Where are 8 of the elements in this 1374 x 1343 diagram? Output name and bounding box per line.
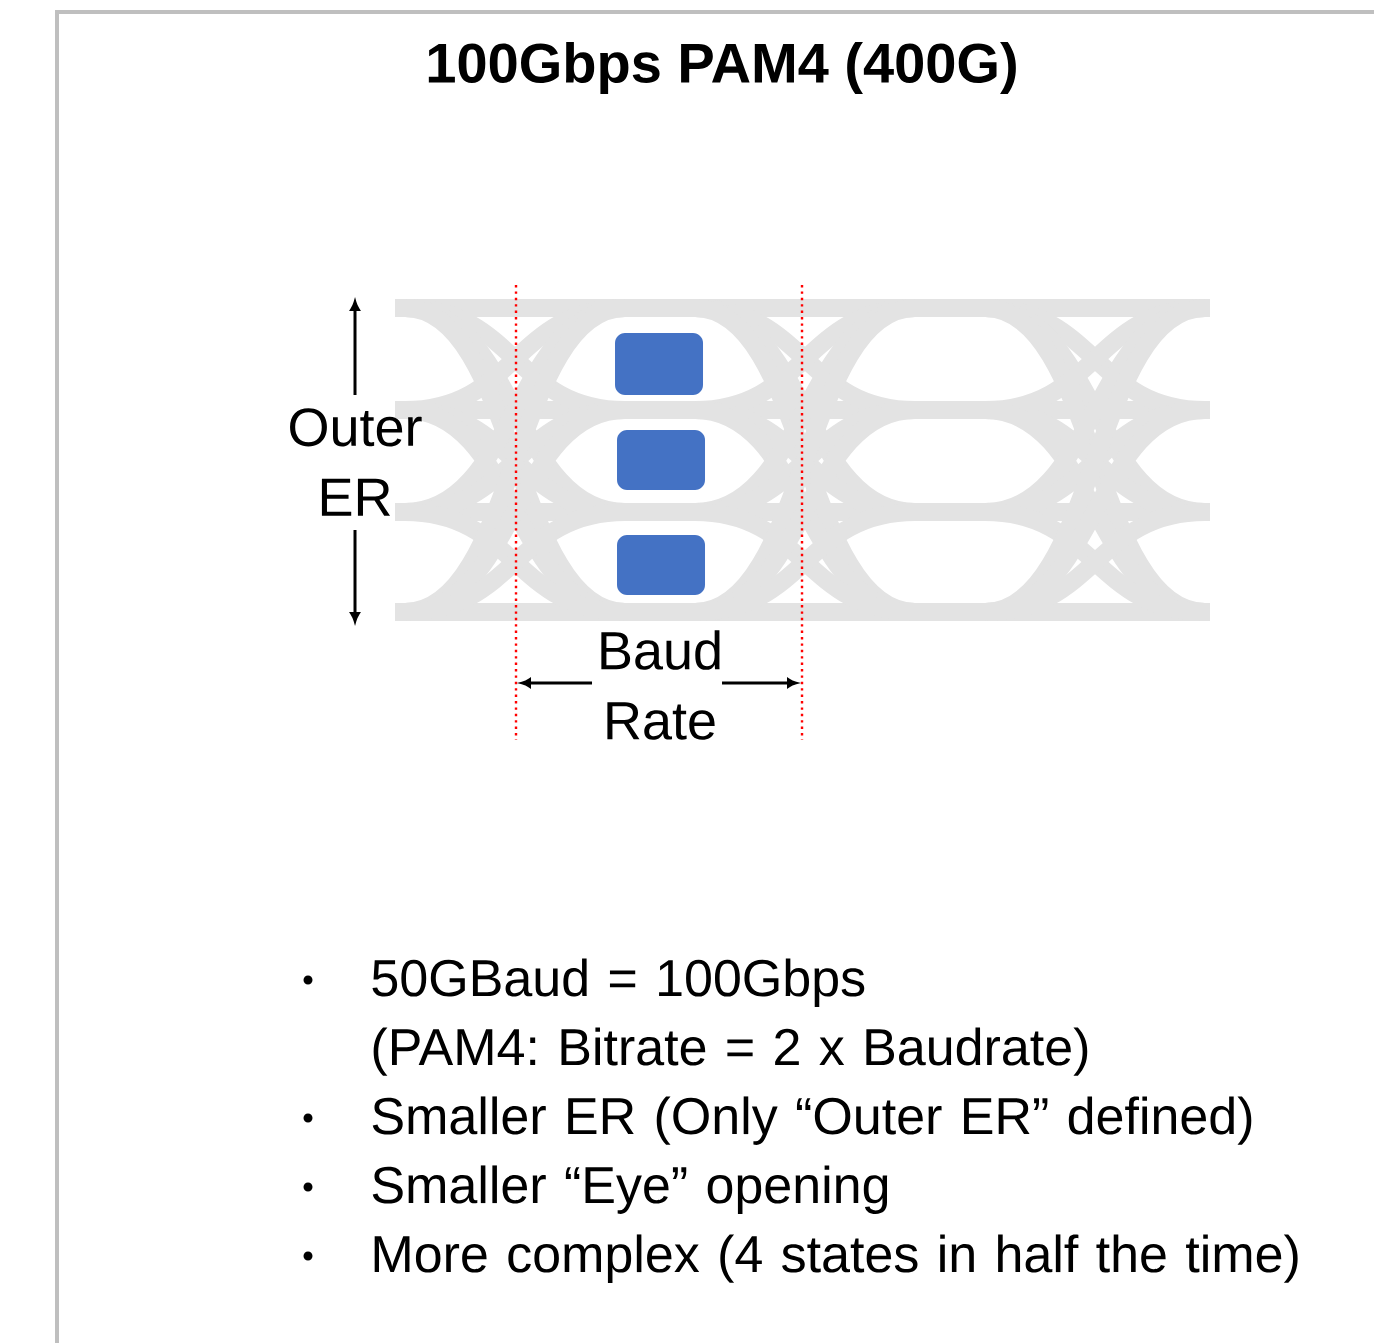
bullet-text: Smaller “Eye” opening	[372, 1165, 888, 1214]
bullet-text: 50GBaud = 100Gbps	[372, 958, 865, 1007]
bullet-text: Smaller ER (Only “Outer ER” defined)	[372, 1096, 1252, 1145]
dimension-label: Outer ER	[290, 408, 422, 516]
dimension-label: Baud Rate	[601, 630, 720, 740]
title: 100Gbps PAM4 (400G)	[428, 41, 1016, 95]
bullet-text: More complex (4 states in half the time)	[374, 1234, 1298, 1283]
bullet-text: (PAM4: Bitrate = 2 x Baudrate)	[373, 1027, 1088, 1076]
